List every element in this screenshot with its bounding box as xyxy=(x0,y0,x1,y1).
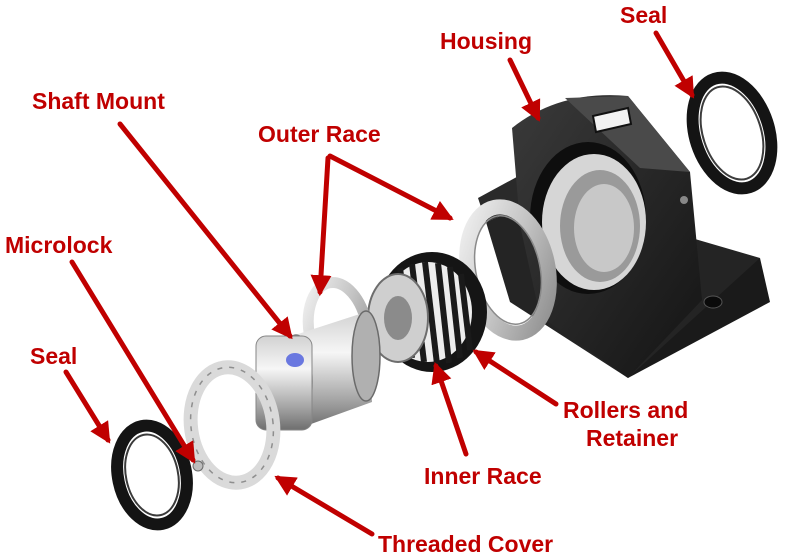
microlock-part xyxy=(192,460,204,472)
rollers-retainer-part xyxy=(367,252,487,372)
label-inner-race: Inner Race xyxy=(424,463,542,489)
label-housing: Housing xyxy=(440,28,532,54)
label-shaft-mount: Shaft Mount xyxy=(32,88,165,114)
label-seal-left: Seal xyxy=(30,343,78,369)
housing-part xyxy=(478,95,770,378)
arrow-seal-left xyxy=(63,369,111,444)
label-microlock: Microlock xyxy=(5,232,113,258)
threaded-cover-part xyxy=(183,360,281,490)
arrow-microlock xyxy=(69,259,196,464)
arrow-outer-race-large xyxy=(327,153,454,221)
arrow-housing xyxy=(507,57,541,122)
arrow-shaft-mount xyxy=(117,121,293,340)
label-outer-race: Outer Race xyxy=(258,121,381,147)
arrow-rollers-retainer xyxy=(472,349,559,407)
label-threaded-cover: Threaded Cover xyxy=(378,531,554,557)
label-seal-top: Seal xyxy=(620,2,668,28)
arrow-inner-race xyxy=(431,362,469,457)
arrow-outer-race-small xyxy=(310,155,332,297)
label-rollers-line2: Retainer xyxy=(586,425,679,451)
seal-top-part xyxy=(686,71,778,195)
label-rollers-line1: Rollers and xyxy=(563,397,689,423)
arrow-threaded-cover xyxy=(274,475,375,537)
arrow-seal-top xyxy=(653,30,695,99)
seal-left-part xyxy=(111,419,193,531)
